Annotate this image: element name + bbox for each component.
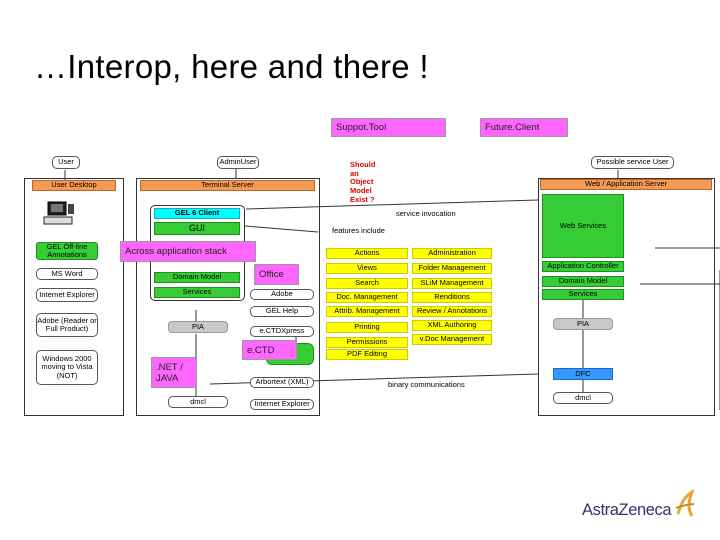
features-include-label: features include — [332, 226, 385, 235]
domain-model-right-box: Domain Model — [542, 276, 624, 287]
logo-text: AstraZeneca — [582, 501, 672, 519]
object-model-question: Should an Object Model Exist ? — [350, 160, 376, 204]
internet-explorer-terminal-box: Internet Explorer — [250, 399, 314, 410]
user-desktop-header: User Desktop — [32, 180, 116, 191]
adobe-terminal-box: Adobe — [250, 289, 314, 300]
user-box: User — [52, 156, 80, 169]
arbortext-box: Arbortext (XML) — [250, 377, 314, 388]
astrazeneca-logo: AstraZeneca — [582, 490, 697, 522]
services-right-box: Services — [542, 289, 624, 300]
possible-service-user-box: Possible service User — [591, 156, 674, 169]
slide-title: …Interop, here and there ! — [34, 48, 429, 85]
feature-renditions: Renditions — [412, 292, 492, 303]
feature-actions: Actions — [326, 248, 408, 259]
office-label: Office — [254, 264, 299, 285]
feature-printing: Printing — [326, 322, 408, 333]
pia-right-box: PIA — [553, 318, 613, 330]
web-app-server-header: Web / Application Server — [540, 179, 712, 190]
services-terminal-box: Services — [154, 287, 240, 298]
desktop-computer-icon — [43, 201, 74, 225]
ms-word-box: MS Word — [36, 268, 98, 280]
feature-permissions: Permissions — [326, 337, 408, 348]
dmcl-terminal-box: dmcl — [168, 396, 228, 408]
feature-doc-management: Doc. Management — [326, 292, 408, 303]
feature-attrib-management: Attrib. Management — [326, 306, 408, 317]
feature-pdf-editing: PDF Editing — [326, 349, 408, 360]
terminal-server-header: Terminal Server — [140, 180, 315, 191]
gel-help-box: GEL Help — [250, 306, 314, 317]
left-column-frame — [24, 178, 124, 416]
gui-box: GUI — [154, 222, 240, 235]
web-app-server-frame — [538, 178, 715, 416]
future-client-label: Future.Client — [480, 118, 568, 137]
feature-slim-management: SLiM Management — [412, 278, 492, 289]
internet-explorer-left-box: Internet Explorer — [36, 288, 98, 302]
feature-folder-management: Folder Management — [412, 263, 492, 274]
gel-offline-box: GEL Off-line Annotations — [36, 242, 98, 260]
pia-terminal-box: PIA — [168, 321, 228, 333]
windows-box: Windows 2000 moving to Vista (NOT) — [36, 350, 98, 385]
feature-review-annotations: Review / Annotations — [412, 306, 492, 317]
dmcl-right-box: dmcl — [553, 392, 613, 404]
service-invocation-label: service invocation — [396, 209, 456, 218]
feature-vdoc-management: v.Doc Management — [412, 334, 492, 345]
across-application-stack-label: Across application stack — [120, 241, 256, 262]
gel-client-header: GEL 6 Client — [154, 208, 240, 219]
feature-search: Search — [326, 278, 408, 289]
web-services-box: Web Services — [542, 194, 624, 258]
adobe-left-box: Adobe (Reader or Full Product) — [36, 313, 98, 337]
net-java-label: .NET / JAVA — [151, 357, 197, 388]
suppot-tool-label: Suppot.Tool — [331, 118, 446, 137]
feature-xml-authoring: XML Authoring — [412, 320, 492, 331]
domain-model-terminal-box: Domain Model — [154, 272, 240, 283]
ectd-label: e.CTD — [242, 340, 297, 360]
dfc-right-box: DFC — [553, 368, 613, 380]
admin-user-box: AdminUser — [217, 156, 259, 169]
feature-views: Views — [326, 263, 408, 274]
feature-administration: Administration — [412, 248, 492, 259]
astrazeneca-symbol-icon — [675, 490, 695, 517]
application-controller-box: Application Controller — [542, 261, 624, 272]
binary-communications-label: binary communications — [388, 380, 465, 389]
ectdxpress-box: e.CTDXpress — [250, 326, 314, 337]
terminal-server-frame — [136, 178, 320, 416]
